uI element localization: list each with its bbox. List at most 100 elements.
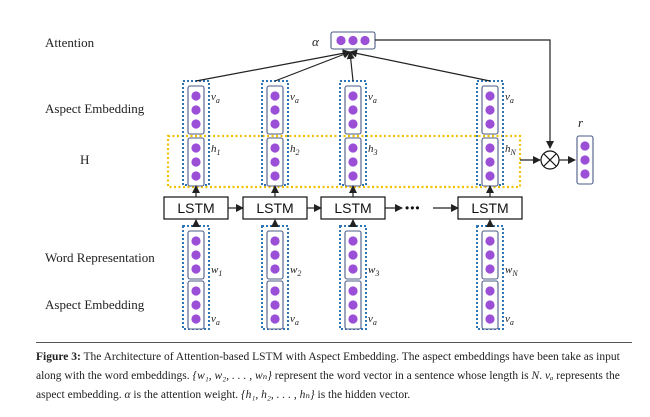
hidden-vector-dot [348,171,358,181]
hidden-vector-label: h1 [211,143,221,157]
attention-arrow [274,50,351,82]
hidden-vector-label: h2 [290,143,300,157]
aspect-embedding-top-vector-dot [270,105,280,115]
aspect-embedding-bottom-label: va [505,313,514,327]
attention-arrow [346,51,355,82]
aspect-embedding-bottom-vector-dot [348,314,358,324]
aspect-embedding-top-vector-dot [348,119,358,129]
word-vector-dot [348,250,358,260]
hidden-vector-dot [348,143,358,153]
word-vector-label: wN [505,264,518,278]
aspect-embedding-bottom-vector-dot [191,314,201,324]
word-vector-dot [191,264,201,274]
aspect-embedding-top-vector-dot [485,91,495,101]
aspect-embedding-bottom-label: va [290,313,299,327]
lstm-ellipsis: ••• [405,201,421,215]
output-vector-dot [580,155,590,165]
aspect-embedding-top-vector-dot [191,105,201,115]
aspect-embedding-top-vector-dot [270,119,280,129]
word-vector-dot [270,264,280,274]
caption-divider [36,342,632,343]
caption-math-n: N [531,370,540,382]
row-label-hidden: H [80,152,89,167]
aspect-embedding-bottom-vector-dot [270,300,280,310]
caption-text-2: represent the word vector in a sentence … [271,370,532,382]
word-vector-dot [485,264,495,274]
output-section [375,39,594,185]
aspect-embedding-top-vector-dot [485,105,495,115]
lstm-cell-label: LSTM [471,200,508,216]
attention-dot [336,35,346,46]
caption-text-6: is the hidden vector. [314,389,411,401]
caption-text-1: The Architecture of Attention-based LSTM… [36,351,620,382]
aspect-embedding-bottom-label: va [368,313,377,327]
attention-arrow [349,49,491,82]
aspect-embedding-bottom-vector-dot [270,314,280,324]
figure-caption: Figure 3: The Architecture of Attention-… [36,348,632,405]
aspect-embedding-top-vector-dot [485,119,495,129]
word-vector-dot [485,250,495,260]
aspect-embedding-top-label: va [211,91,220,105]
hidden-vector-dot [191,171,201,181]
hidden-vector-label: hN [505,143,517,157]
word-vector-label: w1 [211,264,222,278]
aspect-embedding-top-vector-dot [270,91,280,101]
lstm-cell-label: LSTM [334,200,371,216]
aspect-embedding-bottom-vector-dot [191,286,201,296]
hidden-vector-dot [485,171,495,181]
attention-dot [348,35,358,46]
hidden-vector-dot [270,143,280,153]
caption-math-alpha: α [124,389,131,401]
multiply-icon-stroke [543,153,557,167]
aspect-embedding-bottom-vector-dot [485,286,495,296]
aspect-embedding-top-vector-dot [348,91,358,101]
lstm-cell-label: LSTM [256,200,293,216]
word-vector-dot [348,236,358,246]
caption-math-va: vₐ [544,370,554,382]
hidden-vector-dot [485,143,495,153]
attention-to-product-arrow [375,39,554,149]
hidden-vector-label: h3 [368,143,378,157]
aspect-embedding-bottom-vector-dot [191,300,201,310]
caption-label: Figure 3: [36,351,81,363]
hidden-vector-dot [191,143,201,153]
caption-math-h: {h₁, h₂, . . . , hₙ} [241,389,315,401]
output-vector-dot [580,169,590,179]
word-vector-dot [270,236,280,246]
aspect-embedding-bottom-vector-dot [485,300,495,310]
row-label-aspect-embedding-top: Aspect Embedding [45,101,145,116]
attention-dot [360,35,370,46]
row-label-word-representation: Word Representation [45,250,155,265]
caption-math-w: {w₁, w₂, . . . , wₙ} [192,370,272,382]
aspect-embedding-bottom-label: va [211,313,220,327]
aspect-embedding-top-vector-dot [191,119,201,129]
aspect-embedding-top-label: va [505,91,514,105]
aspect-embedding-bottom-vector-dot [348,286,358,296]
token-columns: vah1w1vaLSTMvah2w2vaLSTMvah3w3vaLSTMvahN… [163,49,523,330]
aspect-embedding-bottom-vector-dot [348,300,358,310]
word-vector-dot [348,264,358,274]
word-vector-dot [191,250,201,260]
attention-vector [330,31,376,50]
word-vector-label: w3 [368,264,379,278]
row-label-aspect-embedding-bottom: Aspect Embedding [45,297,145,312]
aspect-embedding-top-vector-dot [348,105,358,115]
row-label-attention: Attention [45,35,95,50]
aspect-embedding-bottom-vector-dot [485,314,495,324]
word-vector-dot [270,250,280,260]
hidden-vector-dot [270,171,280,181]
aspect-embedding-bottom-vector-dot [270,286,280,296]
architecture-diagram: Attention Aspect Embedding H Word Repres… [45,31,594,330]
attention-arrow [195,49,351,82]
caption-text-5: is the attention weight. [130,389,242,401]
hidden-state-highlight [166,134,522,189]
word-vector-dot [485,236,495,246]
word-vector-label: w2 [290,264,301,278]
hidden-vector-dot [348,157,358,167]
aspect-embedding-top-vector-dot [191,91,201,101]
caption-text-3: . [539,370,545,382]
